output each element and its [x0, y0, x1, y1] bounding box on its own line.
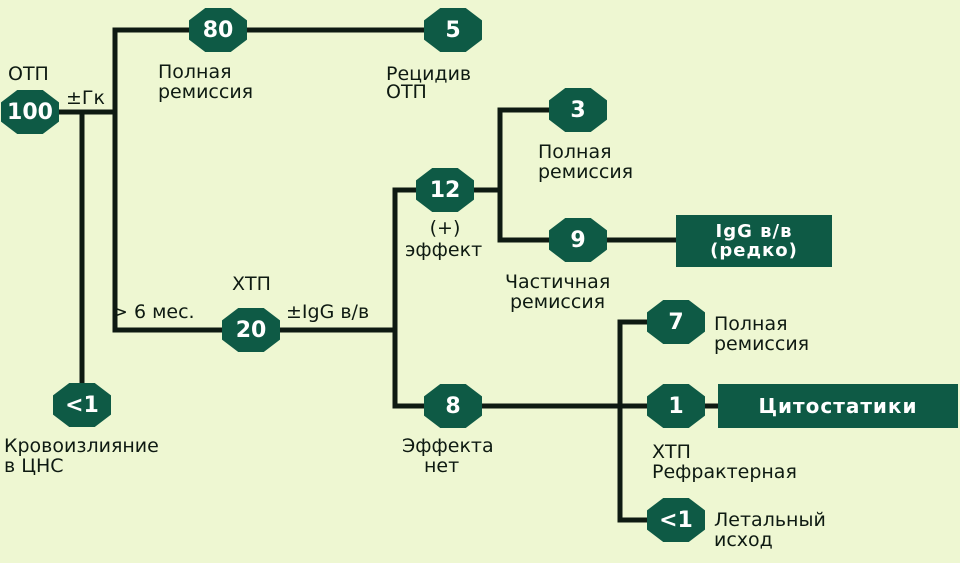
- label-relapse-l2: ОТП: [386, 81, 427, 103]
- node-9: 9: [549, 218, 607, 262]
- node-lt1-cns: <1: [53, 383, 111, 427]
- label-full-remission-80-l1: Полная: [158, 61, 232, 83]
- label-death-l1: Летальный: [714, 509, 826, 531]
- label-xtp: ХТП: [232, 273, 271, 295]
- label-pk: ±Гк: [66, 87, 105, 109]
- node-100: 100: [1, 90, 59, 134]
- label-refractory-l1: ХТП: [652, 441, 691, 463]
- igg-box-line1: IgG в/в: [715, 221, 793, 242]
- cytostatics-label: Цитостатики: [758, 393, 918, 418]
- node-80: 80: [189, 8, 247, 52]
- node-12: 12: [416, 168, 474, 212]
- label-full-remission-7-l2: ремиссия: [714, 333, 810, 355]
- node-8: 8: [424, 384, 482, 428]
- label-cns-l2: в ЦНС: [4, 455, 64, 477]
- node-lt1-death: <1: [647, 498, 705, 542]
- label-relapse-l1: Рецидив: [386, 63, 472, 85]
- label-otp: ОТП: [8, 63, 49, 85]
- label-partial-l1: Частичная: [505, 271, 611, 293]
- label-igg-iv: ±IgG в/в: [286, 301, 370, 323]
- igg-box-line2: (редко): [710, 240, 798, 261]
- label-full-remission-80-l2: ремиссия: [158, 81, 254, 103]
- label-effect-plus-l2: эффект: [405, 239, 483, 261]
- cytostatics-box: Цитостатики: [718, 384, 958, 428]
- label-six-months: > 6 мес.: [112, 301, 195, 323]
- label-refractory-l2: Рефрактерная: [652, 461, 797, 483]
- label-partial-l2: ремиссия: [510, 291, 606, 313]
- node-1: 1: [647, 384, 705, 428]
- label-full-remission-3-l2: ремиссия: [538, 161, 634, 183]
- label-effect-plus-l1: (+): [429, 217, 461, 239]
- label-full-remission-7-l1: Полная: [714, 313, 788, 335]
- label-death-l2: исход: [714, 529, 773, 551]
- node-5: 5: [424, 8, 482, 52]
- label-no-effect-l2: нет: [424, 455, 460, 477]
- node-7: 7: [647, 300, 705, 344]
- igg-box: IgG в/в (редко): [676, 215, 832, 267]
- node-3: 3: [549, 88, 607, 132]
- node-20: 20: [222, 308, 280, 352]
- label-cns-l1: Кровоизлияние: [4, 435, 159, 457]
- label-full-remission-3-l1: Полная: [538, 141, 612, 163]
- label-no-effect-l1: Эффекта: [402, 435, 494, 457]
